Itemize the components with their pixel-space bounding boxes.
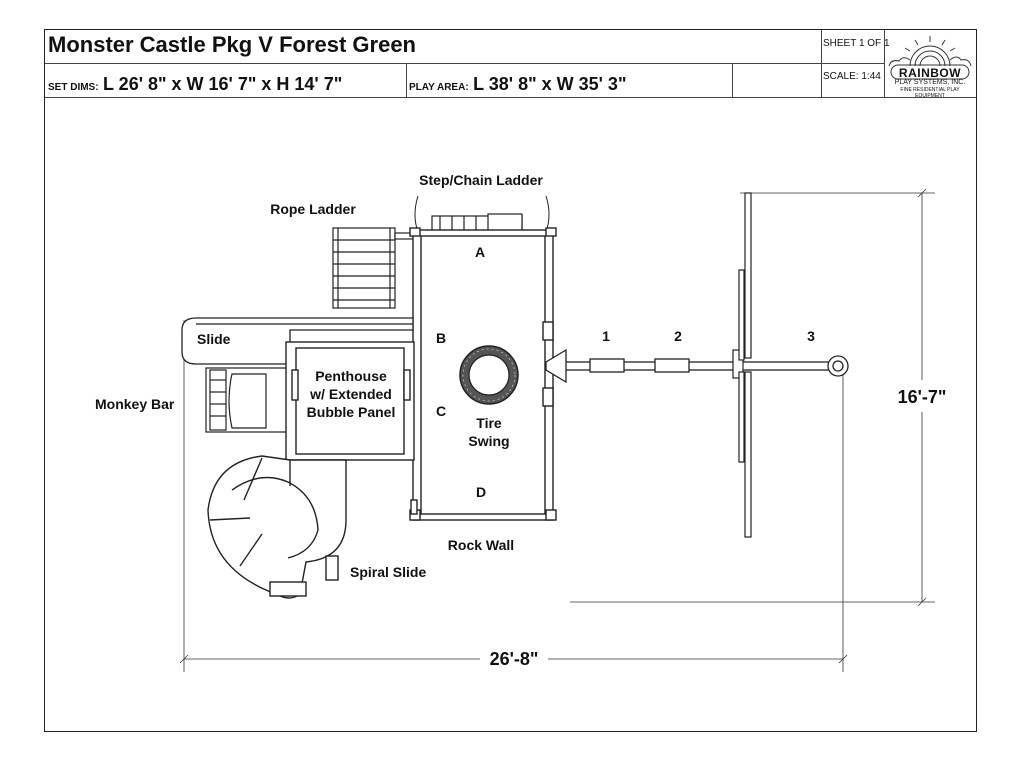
length-dimension: 26'-8" xyxy=(490,649,539,669)
label-swing-2: 2 xyxy=(674,328,682,344)
page-title: Monster Castle Pkg V Forest Green xyxy=(48,32,416,57)
logo-brand: RAINBOW xyxy=(898,66,962,80)
set-dims: SET DIMS: L 26' 8" x W 16' 7" x H 14' 7" xyxy=(48,74,342,95)
label-rope-ladder: Rope Ladder xyxy=(270,201,356,217)
rainbow-logo: RAINBOW PLAY SYSTEMS, INC. FINE RESIDENT… xyxy=(885,32,975,99)
sheet-cell xyxy=(822,30,885,64)
label-penthouse-2: w/ Extended xyxy=(309,386,392,402)
set-dims-label: SET DIMS: xyxy=(48,82,99,93)
title-block: Monster Castle Pkg V Forest Green SET DI… xyxy=(45,30,976,99)
label-position-d: D xyxy=(476,484,486,500)
label-penthouse-3: Bubble Panel xyxy=(307,404,396,420)
play-area: PLAY AREA: L 38' 8" x W 35' 3" xyxy=(409,74,626,95)
spiral-slide xyxy=(207,455,347,599)
label-penthouse-1: Penthouse xyxy=(315,368,387,384)
a-frame xyxy=(732,192,752,538)
chain-left xyxy=(414,195,419,233)
title-cell xyxy=(45,30,822,64)
title-block-bottom-rule xyxy=(45,30,976,98)
logo-banner xyxy=(890,64,970,80)
penthouse xyxy=(285,341,415,461)
tire-swing xyxy=(459,345,519,405)
label-position-c: C xyxy=(436,403,446,419)
rainbow-arc-icon xyxy=(888,36,972,67)
play-area-label: PLAY AREA: xyxy=(409,82,469,93)
label-slide: Slide xyxy=(197,331,231,347)
label-step-chain-ladder: Step/Chain Ladder xyxy=(419,172,543,188)
label-tire-swing-1: Tire xyxy=(476,415,502,431)
play-area-value: L 38' 8" x W 35' 3" xyxy=(473,74,627,94)
monkey-bar xyxy=(205,367,289,433)
width-dimension: 16'-7" xyxy=(898,387,947,407)
chain-right xyxy=(545,195,550,233)
set-dims-value: L 26' 8" x W 16' 7" x H 14' 7" xyxy=(103,74,343,94)
label-tire-swing-2: Swing xyxy=(468,433,509,449)
drawing-sheet: Monster Castle Pkg V Forest Green SET DI… xyxy=(44,29,977,732)
label-monkey-bar: Monkey Bar xyxy=(95,396,175,412)
logo-sub: PLAY SYSTEMS, INC. xyxy=(894,79,966,86)
swing-beam xyxy=(545,348,849,384)
sheet-number: SHEET 1 OF 1 xyxy=(823,38,890,49)
label-spiral-slide: Spiral Slide xyxy=(350,564,426,580)
rope-ladder xyxy=(332,227,418,309)
label-swing-1: 1 xyxy=(602,328,610,344)
logo-tagline: FINE RESIDENTIAL PLAY EQUIPMENT xyxy=(900,87,960,99)
label-rock-wall: Rock Wall xyxy=(448,537,514,553)
label-swing-3: 3 xyxy=(807,328,815,344)
slide xyxy=(181,317,414,365)
label-position-b: B xyxy=(436,330,446,346)
label-position-a: A xyxy=(475,244,485,260)
dimension-lines xyxy=(179,188,935,672)
scale-value: SCALE: 1:44 xyxy=(823,71,881,82)
